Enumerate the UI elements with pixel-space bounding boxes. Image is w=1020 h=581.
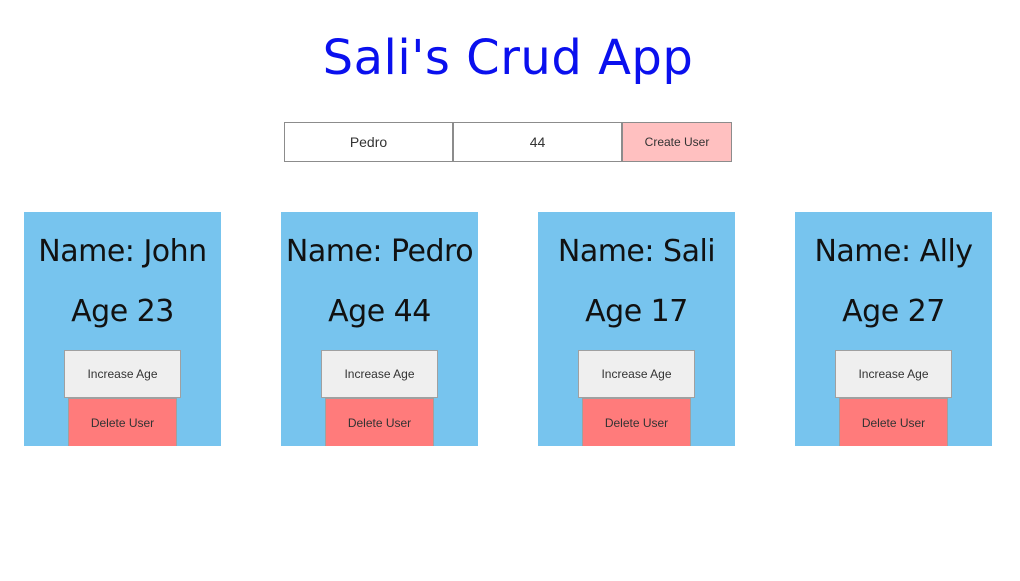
user-name: Name: Ally <box>814 234 973 269</box>
user-name: Name: Sali <box>557 234 716 269</box>
increase-age-button[interactable]: Increase Age <box>321 350 438 398</box>
delete-user-button[interactable]: Delete User <box>325 398 434 446</box>
increase-age-button[interactable]: Increase Age <box>64 350 181 398</box>
user-card: Name: Sali Age 17 Increase Age Delete Us… <box>538 212 735 446</box>
increase-age-button[interactable]: Increase Age <box>835 350 952 398</box>
user-name: Name: Pedro <box>285 234 474 269</box>
age-input[interactable] <box>453 122 622 162</box>
name-input[interactable] <box>284 122 453 162</box>
user-card-list: Name: John Age 23 Increase Age Delete Us… <box>24 212 992 446</box>
delete-user-button[interactable]: Delete User <box>68 398 177 446</box>
user-name: Name: John <box>38 234 207 269</box>
create-user-form: Create User <box>284 122 732 162</box>
user-age: Age 27 <box>842 294 945 329</box>
delete-user-button[interactable]: Delete User <box>839 398 948 446</box>
create-user-button[interactable]: Create User <box>622 122 732 162</box>
user-card: Name: Pedro Age 44 Increase Age Delete U… <box>281 212 478 446</box>
user-age: Age 17 <box>585 294 688 329</box>
increase-age-button[interactable]: Increase Age <box>578 350 695 398</box>
page-title: Sali's Crud App <box>322 30 694 86</box>
user-card: Name: John Age 23 Increase Age Delete Us… <box>24 212 221 446</box>
user-age: Age 23 <box>71 294 174 329</box>
user-age: Age 44 <box>328 294 431 329</box>
user-card: Name: Ally Age 27 Increase Age Delete Us… <box>795 212 992 446</box>
delete-user-button[interactable]: Delete User <box>582 398 691 446</box>
